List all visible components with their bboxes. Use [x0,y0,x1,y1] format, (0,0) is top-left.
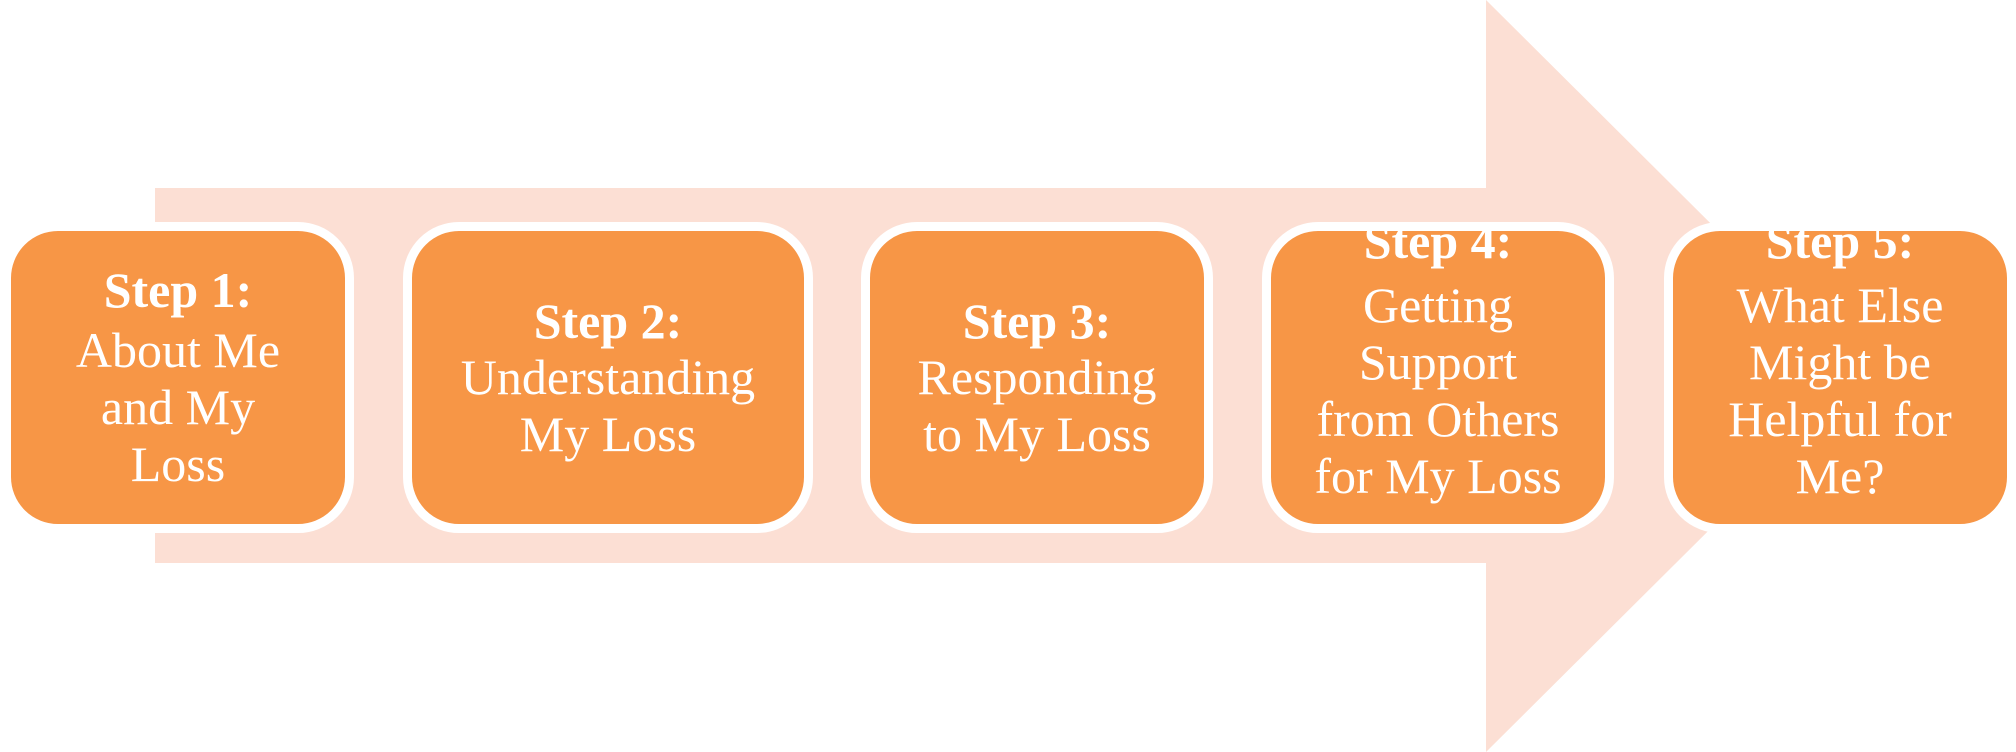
step-1-box: Step 1: About Me and My Loss [2,222,354,533]
step-4-title: Step 4: [1363,213,1513,269]
step-1-title: Step 1: [103,262,253,318]
step-2-description: Understanding My Loss [460,348,756,462]
step-2-box: Step 2: Understanding My Loss [403,222,813,533]
step-3-description: Responding to My Loss [917,348,1157,462]
step-4-description: Getting Support from Others for My Loss [1314,277,1562,504]
step-3-title: Step 3: [962,292,1112,349]
step-5-title: Step 5: [1765,213,1915,269]
step-4-box: Step 4: Getting Support from Others for … [1262,213,1614,533]
step-5-box: Step 5: What Else Might be Helpful for M… [1664,213,2016,533]
step-5-description: What Else Might be Helpful for Me? [1728,277,1952,504]
step-2-title: Step 2: [533,292,683,349]
step-1-description: About Me and My Loss [75,322,281,492]
step-3-box: Step 3: Responding to My Loss [861,222,1213,533]
